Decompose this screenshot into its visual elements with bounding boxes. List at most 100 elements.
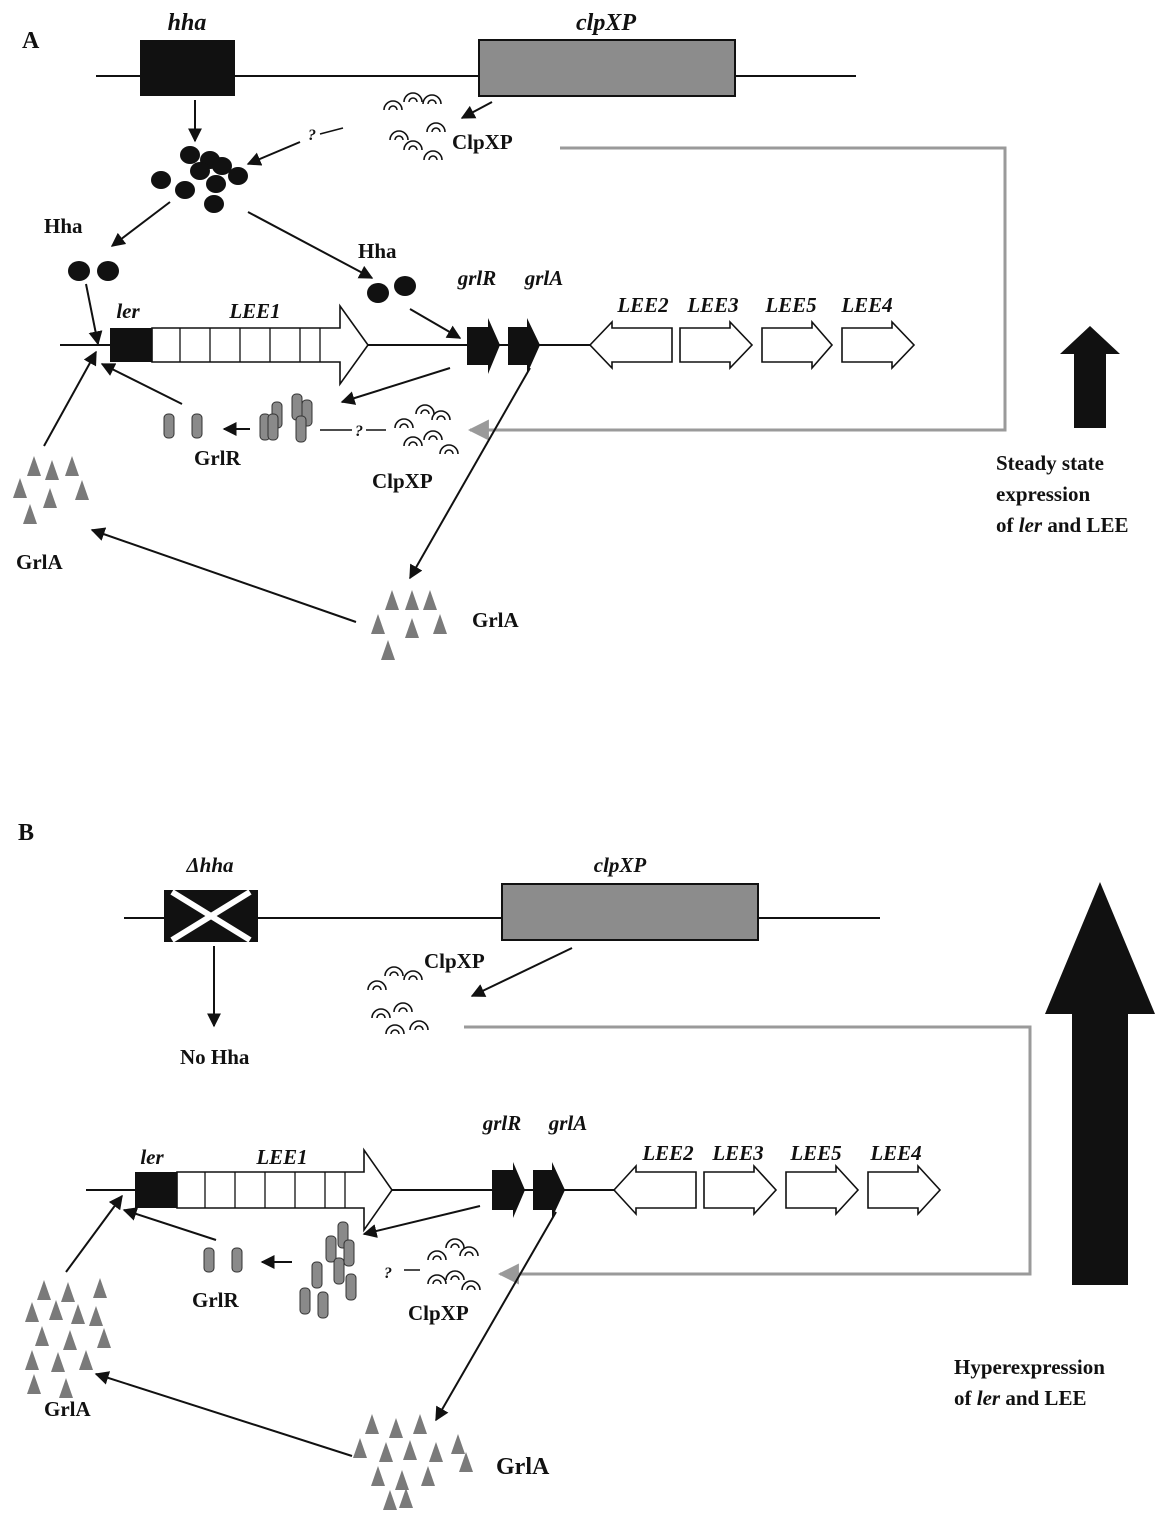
panel-b: B Δhha clpXP No Hha ClpXP ler [18, 820, 1155, 1510]
arrow-hha-to-grlr [410, 309, 460, 338]
arrow-hha-to-ler [86, 284, 98, 344]
arrow-grla-to-ler-b [66, 1196, 122, 1272]
arrow-grlr-gene-to-protein [342, 368, 450, 402]
outcome-a-line2: expression [996, 482, 1090, 506]
outcome-a-line1: Steady state [996, 451, 1104, 475]
grlr-dimer [164, 414, 202, 438]
ler-gene-label-b: ler [140, 1145, 164, 1169]
grla-triangle-cluster-bottom [371, 590, 447, 660]
lee4-label-b: LEE4 [869, 1141, 921, 1165]
clpxp-to-hha-line [320, 128, 343, 134]
outcome-b-line2: of ler and LEE [954, 1386, 1086, 1410]
arrow-grlr-to-ler-b [124, 1210, 216, 1240]
deleted-hha-gene [164, 890, 258, 942]
clpxp-protein-cluster-upper-b [368, 967, 428, 1034]
grlr-protein-label-b: GrlR [192, 1288, 239, 1312]
grlr-gene-arrow [467, 318, 500, 374]
grlr-gene-label-b: grlR [482, 1111, 522, 1135]
grla-label-bottom: GrlA [472, 608, 519, 632]
hha-dimer-left-1 [68, 261, 90, 281]
outcome-b-line1: Hyperexpression [954, 1355, 1105, 1379]
outcome-a-line3-suffix: and LEE [1042, 513, 1128, 537]
ler-gene-label: ler [116, 299, 140, 323]
arrow-grlr-gene-to-protein-b [364, 1206, 480, 1234]
arrow-grla-to-ler [44, 352, 96, 446]
panel-a: A hha clpXP ClpXP ? [13, 10, 1128, 660]
hha-dimer-right-1 [367, 283, 389, 303]
outcome-a-line3: of ler and LEE [996, 513, 1128, 537]
outcome-a-line3-prefix: of [996, 513, 1019, 537]
ler-gene-box [110, 328, 152, 362]
clpxp-gene-label: clpXP [576, 10, 636, 36]
panel-a-letter: A [22, 28, 40, 54]
clpxp-protein-label-upper-b: ClpXP [424, 949, 485, 973]
clpxp-gene-label-b: clpXP [594, 853, 647, 877]
lee5-label: LEE5 [764, 293, 816, 317]
lee2-operon-arrow-b [614, 1166, 696, 1214]
lee1-label-b: LEE1 [255, 1145, 307, 1169]
lee5-operon-arrow [762, 322, 832, 368]
lee2-label: LEE2 [616, 293, 669, 317]
hha-dimer-left-2 [97, 261, 119, 281]
clpxp-protein-cluster-lower-b [428, 1239, 480, 1290]
hha-protein-clump [151, 146, 248, 213]
hha-label-right: Hha [358, 239, 397, 263]
grlr-protein-label: GrlR [194, 446, 241, 470]
grla-gene-label-b: grlA [548, 1111, 588, 1135]
lee4-operon-arrow-b [868, 1166, 940, 1214]
hha-dimer-right-2 [394, 276, 416, 296]
grlr-gene-label: grlR [457, 266, 497, 290]
grla-gene-label: grlA [524, 266, 564, 290]
question-mark-lower: ? [355, 423, 363, 440]
lee1-label: LEE1 [228, 299, 280, 323]
hha-gene-box [140, 40, 235, 96]
lee4-operon-arrow [842, 322, 914, 368]
grlr-gene-arrow-b [492, 1162, 525, 1218]
question-mark-b: ? [384, 1265, 392, 1282]
arrow-hha-to-right [248, 212, 372, 278]
outcome-b-line2-suffix: and LEE [1000, 1386, 1086, 1410]
question-mark-upper: ? [308, 127, 316, 144]
arrow-grla-to-cluster-left-b [96, 1374, 352, 1456]
clpxp-protein-cluster-lower [395, 405, 458, 454]
lee2-operon-arrow [590, 322, 672, 368]
ler-gene-box-b [135, 1172, 177, 1208]
grlr-protein-cluster-b [300, 1222, 356, 1318]
no-hha-label: No Hha [180, 1045, 250, 1069]
lee3-label: LEE3 [686, 293, 738, 317]
clpxp-protein-label-lower: ClpXP [372, 469, 433, 493]
grla-gene-arrow-b [533, 1162, 565, 1218]
clpxp-protein-label-lower-b: ClpXP [408, 1301, 469, 1325]
hha-gene-label: hha [168, 10, 207, 36]
lee5-label-b: LEE5 [789, 1141, 841, 1165]
arrow-grlr-to-ler [102, 364, 182, 404]
lee3-operon-arrow-b [704, 1166, 776, 1214]
lee3-operon-arrow [680, 322, 752, 368]
outcome-b-line2-prefix: of [954, 1386, 977, 1410]
grla-triangle-cluster-left [13, 456, 89, 524]
grla-triangle-cluster-left-b [25, 1278, 111, 1398]
lee2-label-b: LEE2 [641, 1141, 694, 1165]
grla-label-bottom-b: GrlA [496, 1454, 550, 1480]
outcome-a-line3-ler: ler [1019, 513, 1043, 537]
panel-b-letter: B [18, 820, 34, 846]
arrow-hha-to-left [112, 202, 170, 246]
grla-triangle-cluster-bottom-b [353, 1414, 473, 1510]
hyperexpression-up-arrow [1045, 882, 1155, 1285]
clpxp-gene-box [479, 40, 735, 96]
arrow-clpxp-gene-to-protein-b [472, 948, 572, 996]
clpxp-protein-cluster-upper [384, 93, 445, 160]
grlr-protein-cluster [260, 394, 312, 442]
lee4-label: LEE4 [840, 293, 892, 317]
grla-gene-arrow [508, 318, 540, 374]
arrow-clpxp-gene-to-protein [462, 102, 492, 118]
steady-state-up-arrow [1060, 326, 1120, 428]
outcome-b-line2-ler: ler [977, 1386, 1001, 1410]
grla-label-left-b: GrlA [44, 1397, 91, 1421]
grlr-dimer-b [204, 1248, 242, 1272]
arrow-clpxp-to-hha [248, 142, 300, 164]
hha-label-left: Hha [44, 214, 83, 238]
clpxp-protein-label-upper: ClpXP [452, 130, 513, 154]
grla-label-left: GrlA [16, 550, 63, 574]
